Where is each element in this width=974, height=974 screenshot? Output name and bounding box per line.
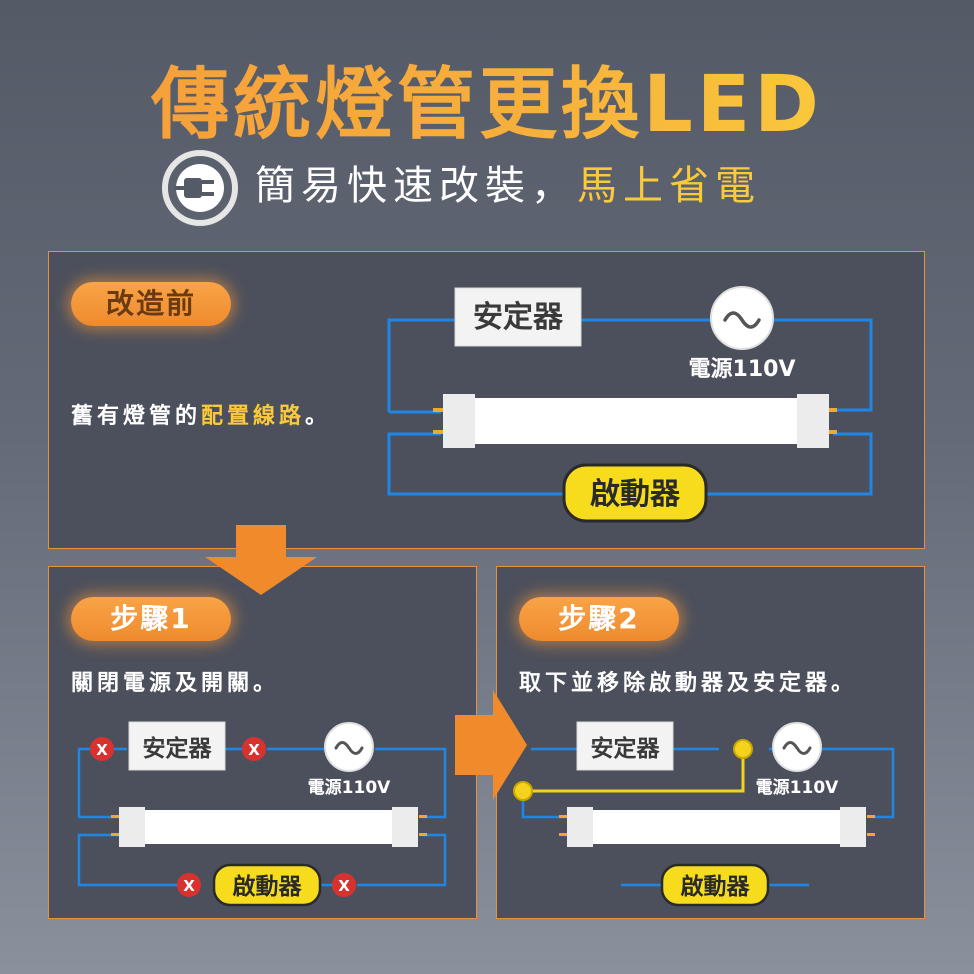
step2-circuit: 安定器 電源110V 啟動器 bbox=[513, 721, 895, 907]
step1-starter-box bbox=[212, 863, 322, 907]
step2-pill: 步驟2 bbox=[519, 597, 679, 641]
svg-text:X: X bbox=[338, 877, 350, 895]
step1-starter-label: 啟動器 bbox=[233, 873, 303, 900]
step2-desc: 取下並移除啟動器及安定器。 bbox=[519, 671, 858, 696]
step2-starter-box bbox=[660, 863, 770, 907]
subtitle: 簡易快速改裝，馬上省電 bbox=[255, 158, 761, 214]
before-tube bbox=[433, 394, 837, 448]
arrow-down-icon bbox=[205, 525, 317, 595]
before-ballast-label: 安定器 bbox=[473, 300, 564, 335]
before-ballast-box bbox=[454, 287, 582, 347]
before-desc-suffix: 。 bbox=[305, 404, 332, 429]
step1-tube bbox=[111, 807, 427, 847]
before-desc-highlight: 配置線路 bbox=[201, 404, 306, 429]
step2-tube bbox=[559, 807, 875, 847]
before-panel: 改造前 舊有燈管的配置線路。 安定器 電源110V 啟動器 bbox=[48, 251, 925, 549]
before-power-label: 電源110V bbox=[689, 357, 796, 382]
step2-ballast-label: 安定器 bbox=[591, 735, 661, 762]
svg-text:X: X bbox=[183, 877, 195, 895]
svg-text:X: X bbox=[96, 741, 108, 759]
page-title: 傳統燈管更換LED bbox=[0, 42, 974, 154]
step1-panel: 步驟1 關閉電源及開關。 安定器 X X X X 電源110V bbox=[48, 566, 477, 919]
step2-yellow-wire bbox=[513, 739, 753, 801]
before-circuit: 安定器 電源110V 啟動器 bbox=[387, 286, 873, 523]
step2-panel: 步驟2 取下並移除啟動器及安定器。 安定器 電源110V bbox=[496, 566, 925, 919]
before-starter-label: 啟動器 bbox=[590, 477, 681, 512]
step1-pill: 步驟1 bbox=[71, 597, 231, 641]
step2-power-label: 電源110V bbox=[756, 777, 839, 798]
step1-circuit: 安定器 X X X X 電源110V 啟動器 bbox=[77, 721, 447, 907]
step1-ballast-label: 安定器 bbox=[143, 735, 213, 762]
arrow-right-icon bbox=[455, 690, 527, 800]
step1-wires bbox=[77, 747, 447, 887]
before-pill: 改造前 bbox=[71, 282, 231, 326]
subtitle-highlight: 馬上省電 bbox=[577, 163, 761, 209]
step2-starter-label: 啟動器 bbox=[681, 873, 751, 900]
step1-desc: 關閉電源及開關。 bbox=[71, 671, 280, 696]
step1-power-label: 電源110V bbox=[308, 777, 391, 798]
step1-x-marks: X X X X bbox=[90, 737, 356, 897]
before-starter-box bbox=[562, 463, 708, 523]
svg-text:X: X bbox=[248, 741, 260, 759]
before-desc-prefix: 舊有燈管的 bbox=[71, 404, 202, 429]
subtitle-main: 簡易快速改裝， bbox=[255, 163, 577, 209]
plug-icon bbox=[162, 150, 238, 226]
before-desc: 舊有燈管的配置線路。 bbox=[71, 398, 331, 430]
